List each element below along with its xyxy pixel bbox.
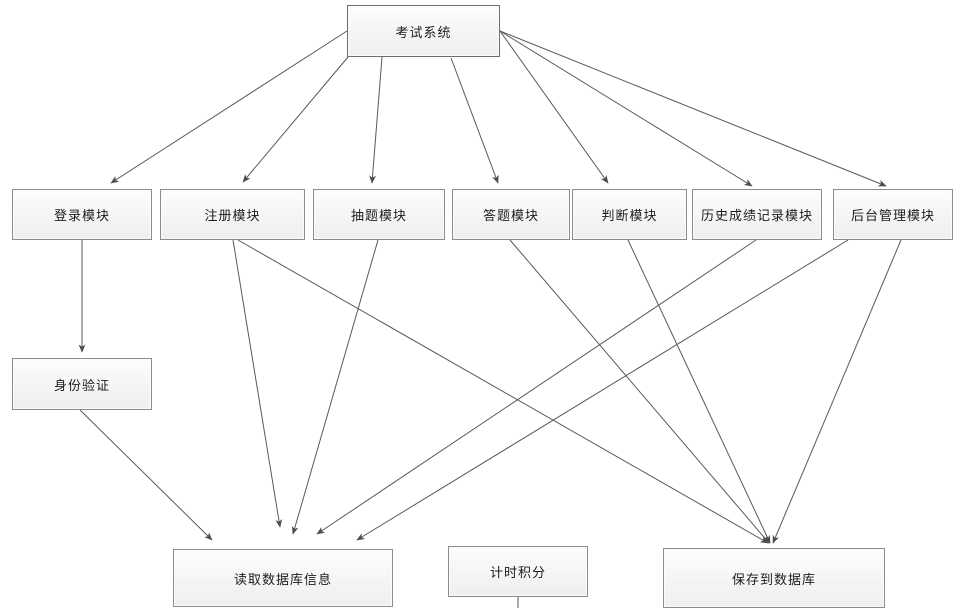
edge-exam-to-register (242, 56, 349, 183)
node-exam-system: 考试系统 (347, 5, 500, 57)
node-register-module: 注册模块 (160, 189, 305, 240)
edge-exam-to-judge (499, 30, 609, 184)
edge-admin-to-read (356, 239, 849, 541)
node-label-history-score-module: 历史成绩记录模块 (700, 209, 813, 224)
edge-identity-to-read (79, 409, 213, 541)
edge-admin-to-save (772, 239, 902, 544)
edge-judge-to-save (627, 239, 771, 544)
edge-exam-to-answer (450, 57, 499, 184)
node-label-admin-module: 后台管理模块 (850, 209, 935, 224)
edge-history-to-read (316, 239, 757, 535)
node-label-save-db: 保存到数据库 (731, 572, 816, 588)
node-label-timer-score: 计时积分 (489, 566, 546, 581)
node-admin-module: 后台管理模块 (833, 189, 953, 240)
node-label-judge-module: 判断模块 (601, 209, 658, 224)
node-read-db: 读取数据库信息 (173, 549, 393, 607)
node-label-login-module: 登录模块 (53, 209, 110, 224)
edge-register-to-save (237, 239, 769, 544)
node-label-exam-system: 考试系统 (395, 25, 452, 41)
node-label-read-db: 读取数据库信息 (233, 572, 332, 588)
edge-exam-to-admin (499, 30, 887, 187)
edge-exam-to-history (499, 30, 753, 187)
edge-register-to-read (232, 239, 283, 528)
edge-draw-to-read (291, 239, 379, 535)
node-draw-question-module: 抽题模块 (313, 189, 445, 240)
edge-exam-to-login (110, 30, 348, 184)
node-label-register-module: 注册模块 (204, 209, 261, 224)
node-judge-module: 判断模块 (572, 189, 687, 240)
edge-group (78, 30, 902, 608)
node-save-db: 保存到数据库 (663, 548, 885, 608)
edge-answer-to-save (509, 239, 770, 544)
node-history-score-module: 历史成绩记录模块 (692, 189, 822, 240)
node-label-draw-question-module: 抽题模块 (350, 209, 407, 224)
node-answer-module: 答题模块 (452, 189, 570, 240)
node-timer-score: 计时积分 (448, 546, 588, 597)
node-label-answer-module: 答题模块 (482, 209, 539, 224)
node-label-identity-verify: 身份验证 (53, 378, 110, 394)
node-identity-verify: 身份验证 (12, 358, 152, 410)
node-login-module: 登录模块 (12, 189, 152, 240)
edge-exam-to-draw (369, 56, 383, 184)
